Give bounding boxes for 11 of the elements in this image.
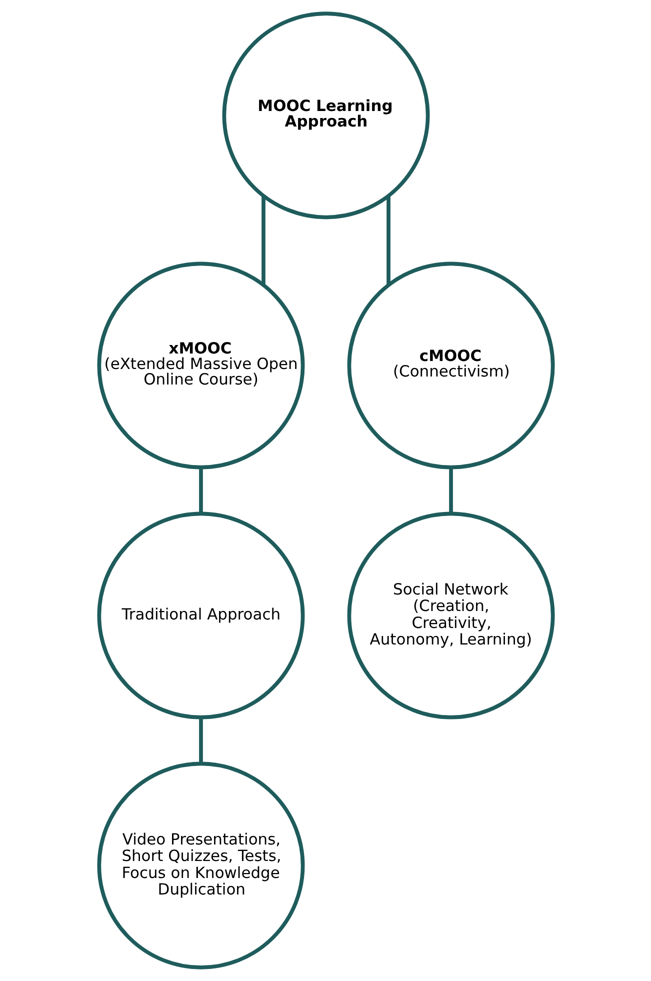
node-circle: cMOOC (Connectivism) xyxy=(346,262,554,470)
connector xyxy=(448,468,452,514)
node-circle: MOOC Learning Approach xyxy=(222,12,430,220)
node-circle: Social Network (Creation, Creativity, Autonomy, Learning) xyxy=(346,512,554,720)
connector xyxy=(261,196,265,285)
node-circle: Video Presentations, Short Quizzes, Tests, Focus on Knowledge Duplication xyxy=(96,762,304,970)
node-circle: Traditional Approach xyxy=(96,512,304,720)
node-circle: xMOOC (eXtended Massive Open Online Course) xyxy=(96,262,304,470)
connector xyxy=(198,468,202,514)
connector xyxy=(198,718,202,764)
connector xyxy=(386,196,390,285)
